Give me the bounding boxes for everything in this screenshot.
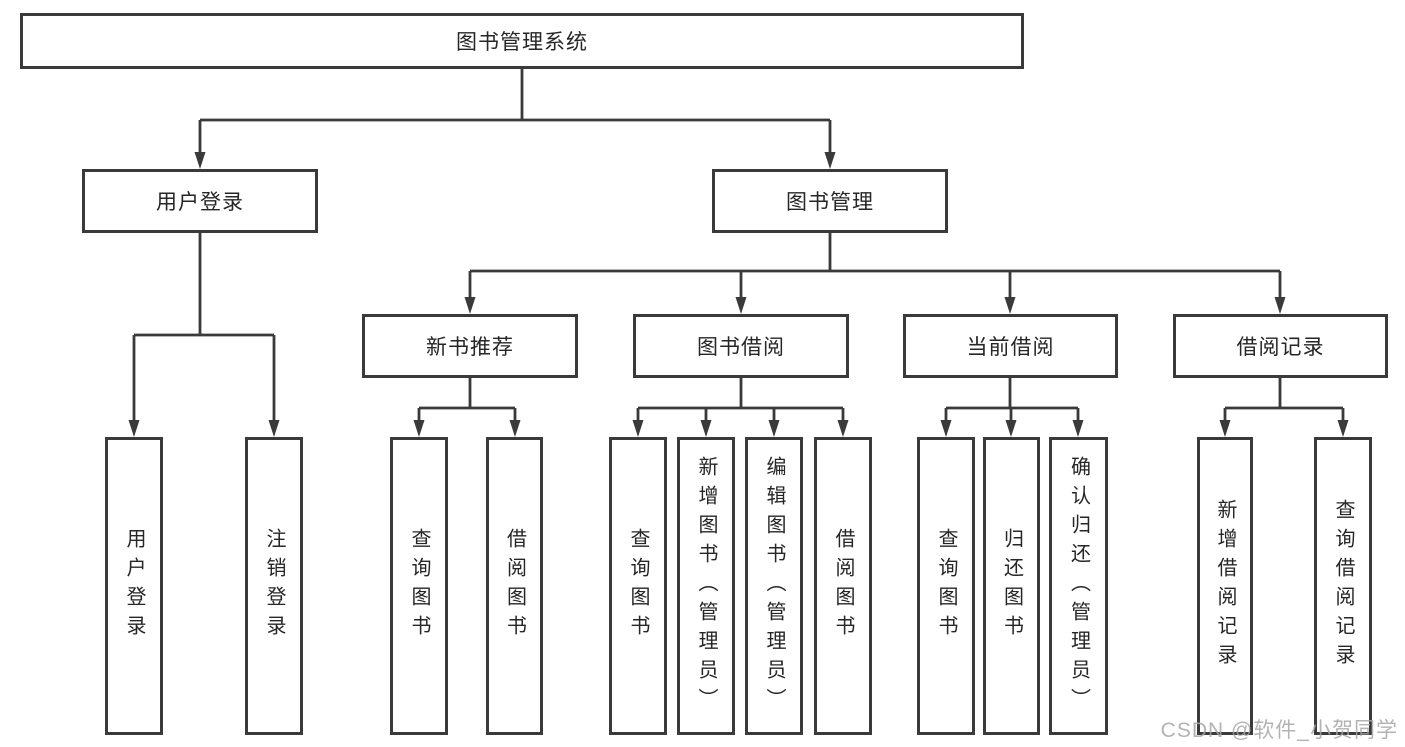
node-current-borrow: 当前借阅: [903, 314, 1118, 378]
node-nbr-borrow-book-label: 借阅图书: [503, 528, 526, 644]
node-root-label: 图书管理系统: [456, 31, 588, 54]
node-bb-edit-book-admin: 编辑图书（管理员）: [745, 437, 803, 735]
node-cb-confirm-return-admin: 确认归还（管理员）: [1049, 437, 1108, 735]
node-bb-query-book-label: 查询图书: [627, 528, 649, 644]
node-logout-label: 注销登录: [263, 528, 285, 644]
node-root: 图书管理系统: [20, 13, 1024, 69]
node-br-add-record: 新增借阅记录: [1197, 437, 1253, 735]
node-nbr-query-book: 查询图书: [390, 437, 448, 735]
node-current-borrow-label: 当前借阅: [966, 336, 1055, 359]
node-br-query-record-label: 查询借阅记录: [1332, 499, 1354, 673]
node-bb-query-book: 查询图书: [609, 437, 667, 735]
node-cb-return-book-label: 归还图书: [1000, 528, 1023, 644]
node-bb-add-book-admin-label: 新增图书（管理员）: [695, 455, 717, 717]
node-new-book-recommend: 新书推荐: [362, 314, 578, 378]
csdn-watermark: CSDN @软件_小贺同学: [1160, 719, 1398, 742]
node-book-borrow-label: 图书借阅: [697, 336, 785, 359]
node-borrow-records: 借阅记录: [1173, 314, 1388, 378]
node-new-book-recommend-label: 新书推荐: [426, 336, 514, 359]
node-bb-borrow-book-label: 借阅图书: [832, 528, 854, 644]
node-user-login-label: 用户登录: [123, 528, 145, 644]
node-nbr-query-book-label: 查询图书: [408, 528, 430, 644]
node-cb-query-book: 查询图书: [917, 437, 975, 735]
node-user-login-group-label: 用户登录: [156, 191, 244, 214]
node-cb-return-book: 归还图书: [983, 437, 1040, 735]
node-cb-confirm-return-admin-label: 确认归还（管理员）: [1067, 455, 1090, 717]
node-cb-query-book-label: 查询图书: [935, 528, 957, 644]
node-user-login: 用户登录: [105, 437, 163, 735]
node-logout: 注销登录: [245, 437, 303, 735]
node-bb-borrow-book: 借阅图书: [814, 437, 872, 735]
node-borrow-records-label: 借阅记录: [1236, 336, 1325, 359]
node-book-borrow: 图书借阅: [633, 314, 849, 378]
node-br-add-record-label: 新增借阅记录: [1214, 499, 1236, 673]
node-user-login-group: 用户登录: [82, 169, 318, 233]
node-br-query-record: 查询借阅记录: [1314, 437, 1372, 735]
node-nbr-borrow-book: 借阅图书: [486, 437, 543, 735]
node-book-management-label: 图书管理: [786, 191, 874, 214]
node-bb-add-book-admin: 新增图书（管理员）: [677, 437, 735, 735]
node-book-management: 图书管理: [712, 169, 948, 233]
node-bb-edit-book-admin-label: 编辑图书（管理员）: [763, 455, 785, 717]
